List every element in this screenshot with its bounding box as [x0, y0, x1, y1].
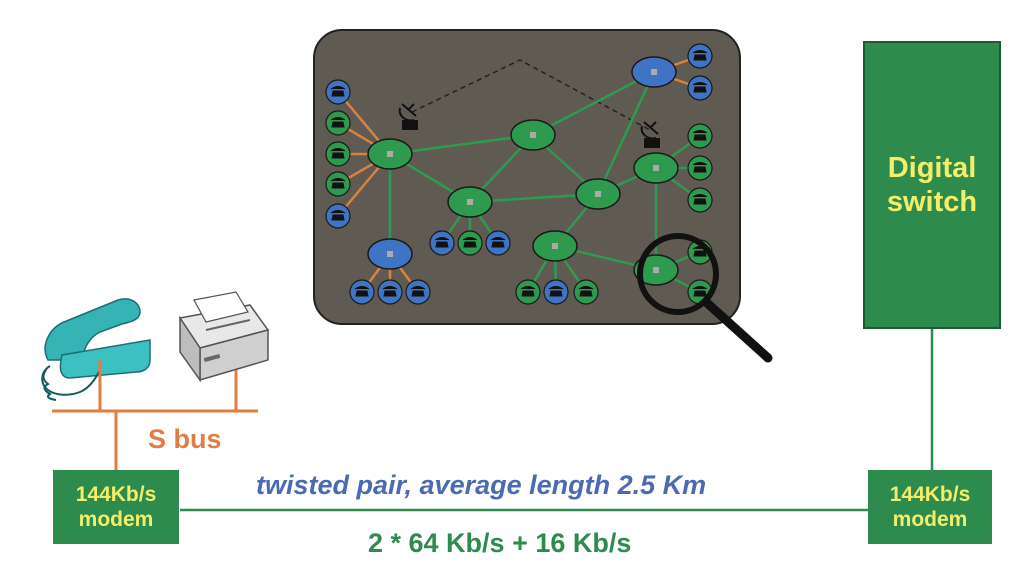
satellite-dish-icon [640, 121, 660, 148]
telephone-glyph-icon [548, 286, 564, 297]
satellite-dish-icon [398, 103, 418, 130]
right-modem-line1: 144Kb/s [889, 483, 971, 506]
magnifier-icon [637, 233, 773, 363]
telephone-glyph-icon [520, 286, 536, 297]
left-modem-box: 144Kb/s modem [53, 470, 179, 544]
telephone-icon [41, 298, 151, 401]
telephone-glyph-icon [382, 286, 398, 297]
telephone-glyph-icon [578, 286, 594, 297]
telephone-glyph-icon [410, 286, 426, 297]
telephone-glyph-icon [354, 286, 370, 297]
right-modem-box: 144Kb/s modem [868, 470, 992, 544]
network-panel [313, 29, 741, 325]
fax-icon [178, 291, 270, 383]
right-modem-line2: modem [892, 508, 968, 531]
left-modem-line2: modem [78, 508, 154, 531]
bitrate-label: 2 * 64 Kb/s + 16 Kb/s [368, 528, 632, 558]
telephone-glyph-icon [692, 194, 708, 205]
telephone-glyph-icon [462, 237, 478, 248]
telephone-glyph-icon [490, 237, 506, 248]
twisted-pair-label: twisted pair, average length 2.5 Km [256, 470, 707, 500]
telephone-glyph-icon [330, 210, 346, 221]
telephone-glyph-icon [692, 50, 708, 61]
telephone-glyph-icon [692, 162, 708, 173]
s-bus-label: S bus [148, 424, 222, 454]
telephone-glyph-icon [692, 286, 708, 297]
telephone-glyph-icon [434, 237, 450, 248]
telephone-glyph-icon [692, 130, 708, 141]
telephone-glyph-icon [330, 86, 346, 97]
telephone-glyph-icon [330, 117, 346, 128]
left-modem-line1: 144Kb/s [75, 483, 157, 506]
node-markers [387, 69, 659, 273]
telephone-glyph-icon [330, 148, 346, 159]
switch-label-line1: Digital [887, 152, 977, 184]
twisted-pair-line [180, 328, 934, 512]
switch-label-line2: switch [886, 186, 978, 218]
telephone-glyph-icon [330, 178, 346, 189]
digital-switch-box: Digital switch [863, 41, 1001, 329]
satellite-link [411, 59, 651, 131]
s-bus-lines [52, 360, 258, 470]
telephone-glyph-icon [692, 82, 708, 93]
